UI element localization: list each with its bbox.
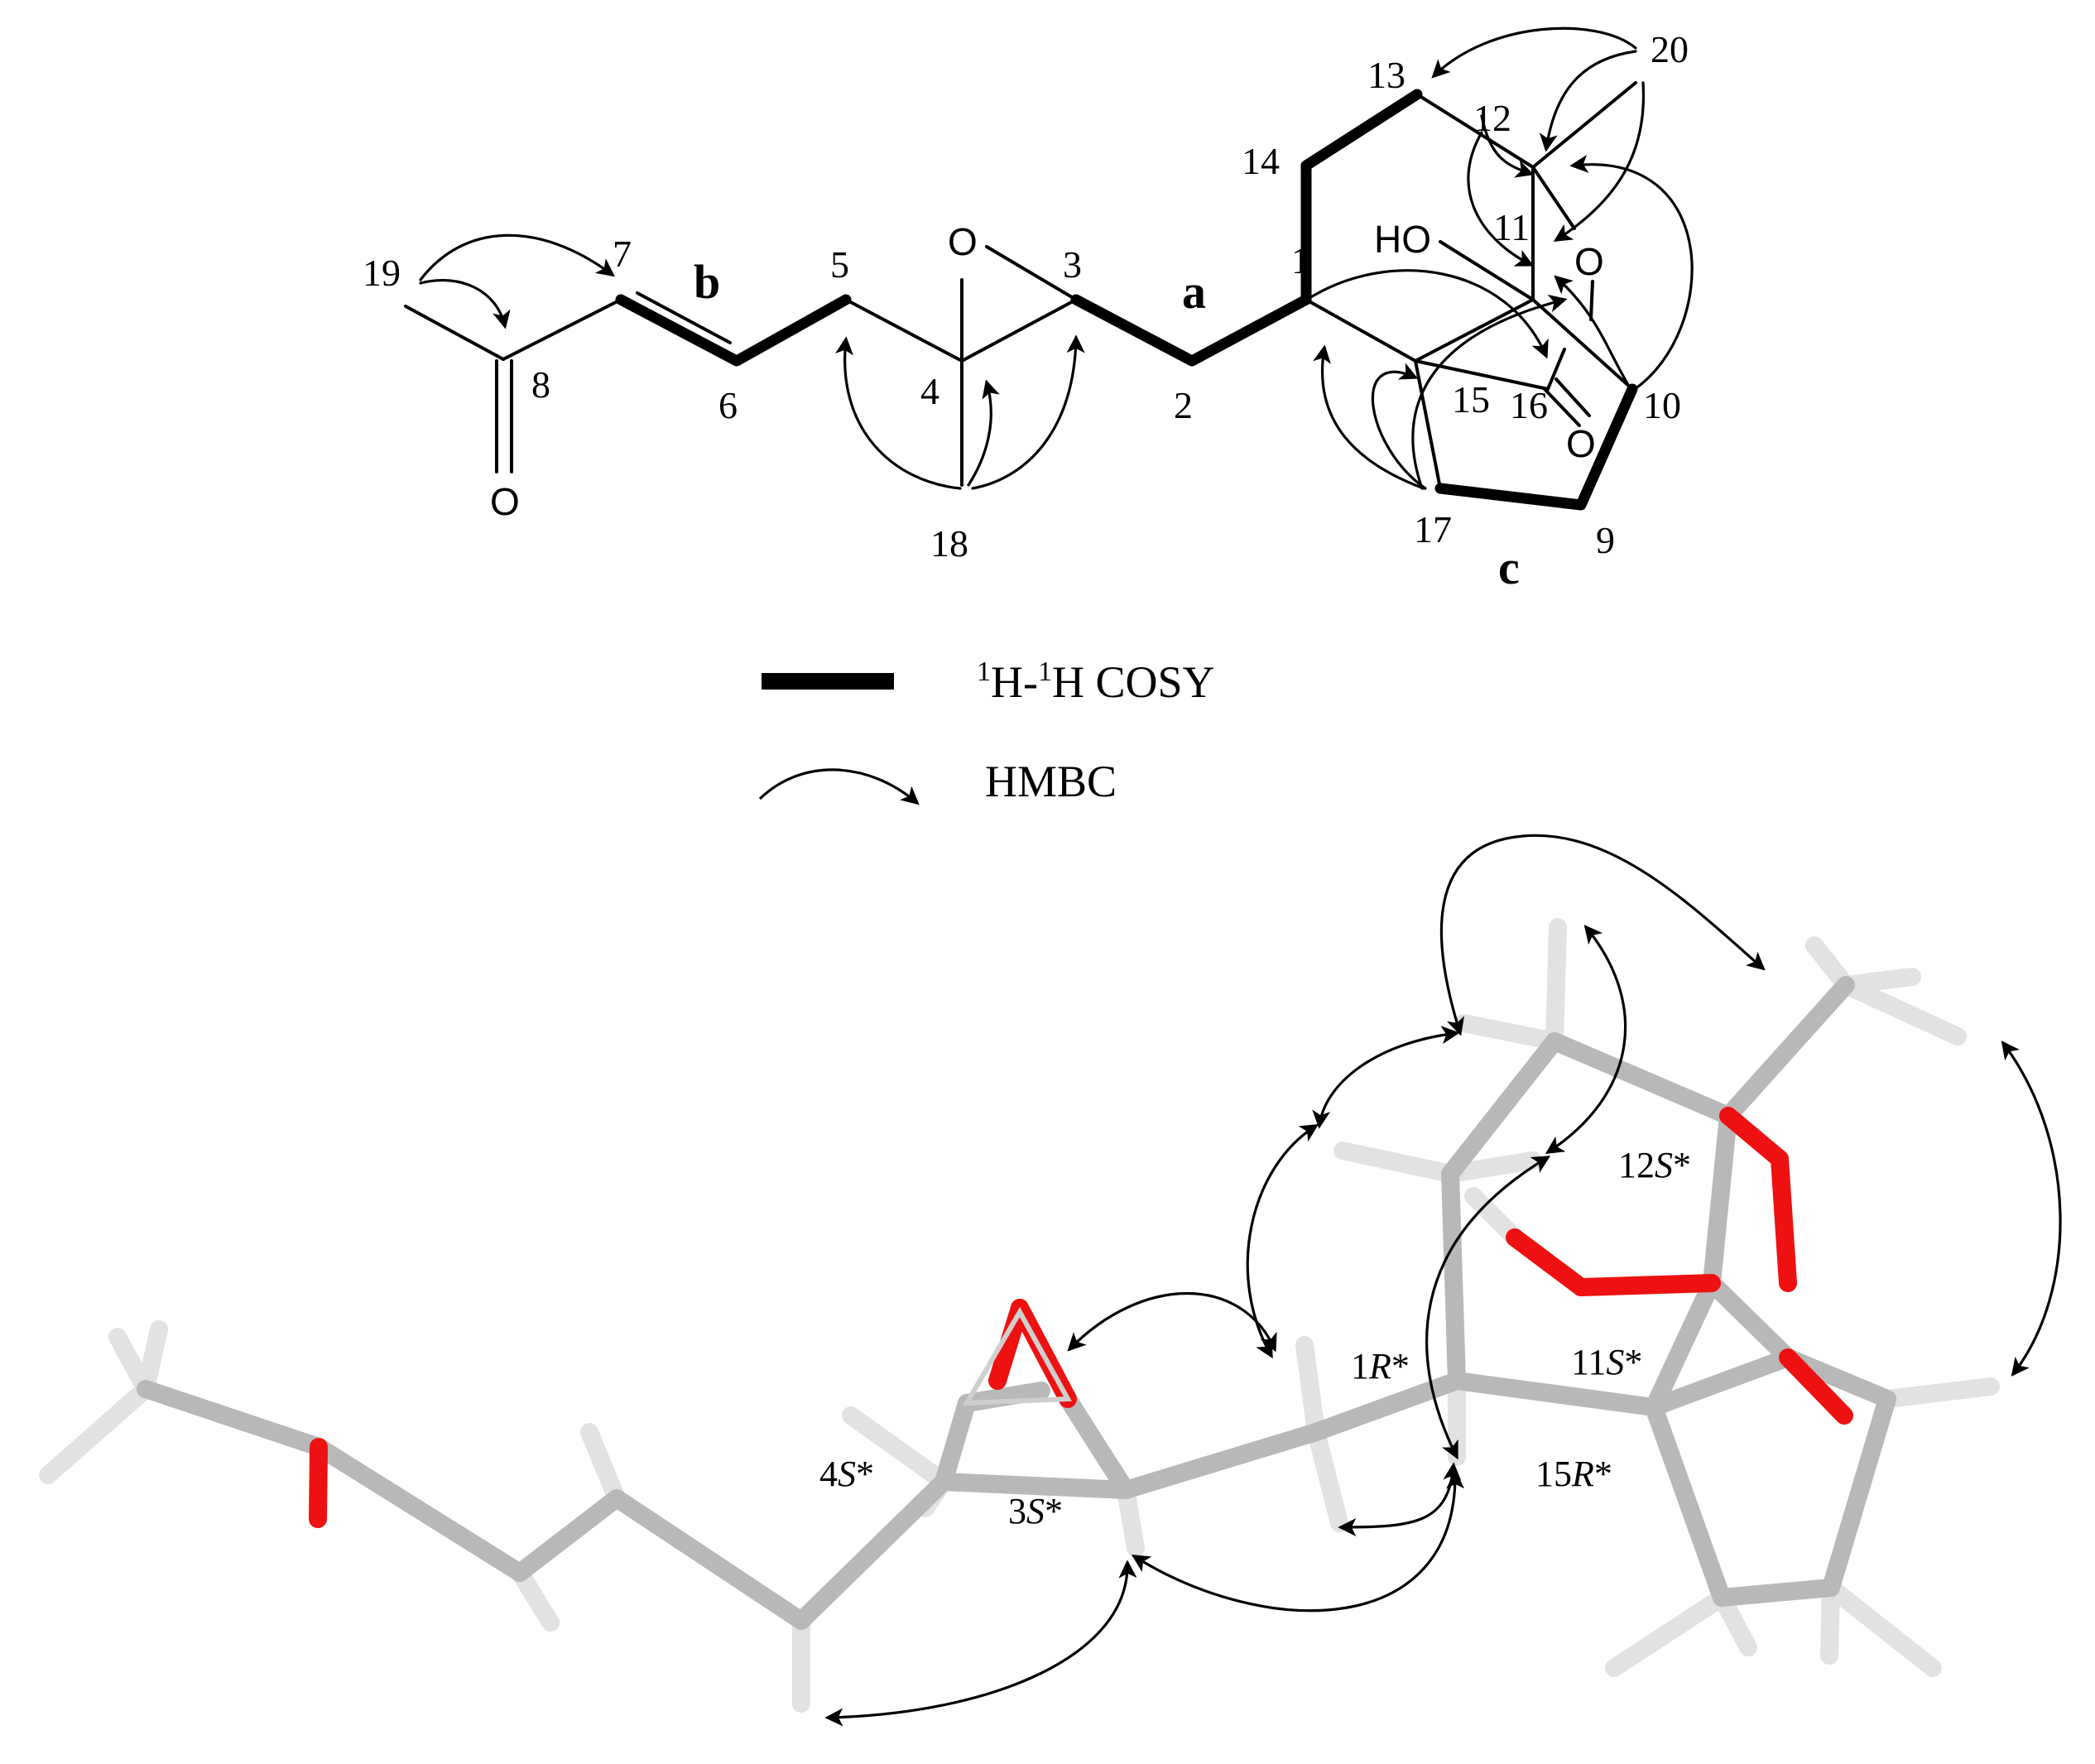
- atom-num-10: 10: [1643, 384, 1681, 426]
- fragment-a: a: [1182, 265, 1206, 319]
- cosy-bonds: [615, 89, 1638, 511]
- fragment-b: b: [694, 255, 720, 309]
- single-bonds: [404, 81, 1637, 490]
- atom-num-2: 2: [1174, 384, 1193, 426]
- carbon-sticks: [137, 976, 1896, 1630]
- atom-num-18: 18: [930, 522, 968, 565]
- ketone-double-bond: [495, 359, 513, 473]
- atom-num-13: 13: [1367, 54, 1405, 96]
- legend-cosy-label: 1H-1H COSY: [977, 656, 1215, 707]
- noe-arrows: [824, 834, 2062, 1727]
- lactone-double-bond: [1543, 377, 1591, 427]
- 3d-model: 4S* 3S* 1R* 11S* 12S* 15R*: [39, 834, 2062, 1727]
- legend-hmbc-swatch: [758, 768, 920, 805]
- legend: 1H-1H COSY HMBC: [758, 656, 1215, 806]
- atom-num-9: 9: [1596, 519, 1615, 561]
- ether-oxygen: O: [1574, 240, 1604, 283]
- fragment-c: c: [1498, 541, 1520, 594]
- atom-num-14: 14: [1242, 140, 1280, 182]
- atom-num-12: 12: [1473, 97, 1511, 139]
- atom-num-20: 20: [1651, 28, 1689, 70]
- stereo-11S: 11S*: [1571, 1342, 1642, 1382]
- atom-num-1: 1: [1291, 239, 1310, 281]
- planar-structure: [404, 26, 1694, 511]
- atom-num-19: 19: [363, 252, 401, 294]
- atom-num-3: 3: [1063, 243, 1082, 286]
- atom-labels: 19 7 8 6 5 4 3 2 1 18 14 13 12 20 11 15 …: [363, 28, 1689, 594]
- atom-num-15: 15: [1452, 378, 1490, 421]
- lactone-oxygen: O: [1566, 422, 1596, 465]
- hydroxyl-label: HO: [1374, 218, 1431, 261]
- atom-num-8: 8: [531, 363, 550, 406]
- atom-num-4: 4: [920, 370, 939, 412]
- stereo-12S: 12S*: [1618, 1145, 1691, 1185]
- oxygen-sticks: [309, 1107, 1853, 1528]
- epoxide-ring-fill: [962, 1306, 1072, 1406]
- alkene-inner-line: [636, 291, 732, 344]
- stereo-4S: 4S*: [819, 1454, 874, 1494]
- atom-num-6: 6: [718, 384, 738, 426]
- hmbc-correlations: [419, 26, 1694, 490]
- atom-num-5: 5: [830, 243, 849, 286]
- legend-hmbc-label: HMBC: [985, 757, 1117, 806]
- epoxide-oxygen: O: [948, 220, 978, 263]
- stereo-1R: 1R*: [1351, 1346, 1410, 1387]
- stereo-labels: 4S* 3S* 1R* 11S* 12S* 15R*: [819, 1145, 1691, 1531]
- atom-num-16: 16: [1510, 384, 1548, 426]
- stereo-3S: 3S*: [1008, 1491, 1063, 1531]
- atom-num-7: 7: [613, 233, 632, 275]
- ketone-oxygen: O: [490, 480, 520, 523]
- atom-num-11: 11: [1493, 206, 1530, 248]
- atom-num-17: 17: [1414, 508, 1452, 550]
- stereo-15R: 15R*: [1535, 1454, 1612, 1494]
